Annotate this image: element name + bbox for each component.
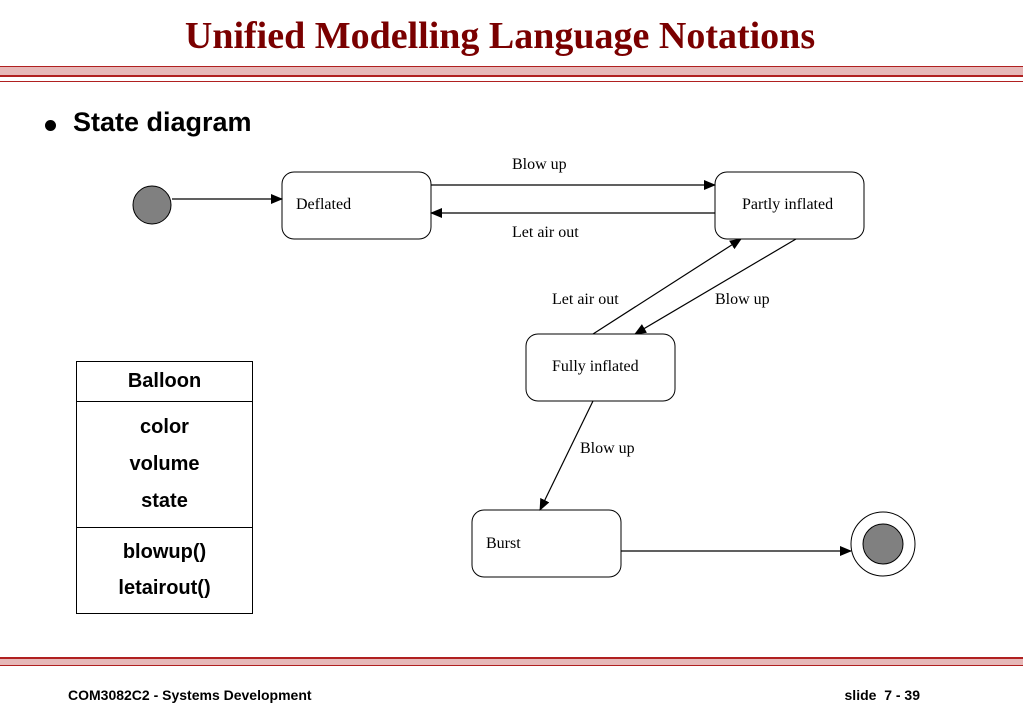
state-partly-inflated: Partly inflated <box>714 171 865 240</box>
let-air-out-arrow-2 <box>592 238 742 335</box>
state-burst: Burst <box>471 509 622 578</box>
title-rule-top <box>0 66 1023 67</box>
class-name: Balloon <box>77 362 252 402</box>
state-deflated: Deflated <box>281 171 432 240</box>
footer-rule-fill <box>0 659 1023 665</box>
slide-title: Unified Modelling Language Notations <box>184 15 816 57</box>
class-attribute: state <box>141 490 188 512</box>
footer-rule-bottom <box>0 665 1023 666</box>
class-attribute: volume <box>129 453 200 475</box>
bullet-heading: State diagram <box>73 107 252 137</box>
footer-rule-top <box>0 657 1023 659</box>
title-rule-mid <box>0 75 1023 77</box>
state-deflated-label: Deflated <box>296 196 351 213</box>
title-rule-fill <box>0 67 1023 75</box>
let-air-out-label-2: Let air out <box>552 291 619 308</box>
state-fully-inflated: Fully inflated <box>525 333 676 402</box>
class-operation: blowup() <box>122 541 207 563</box>
initial-state <box>132 185 172 225</box>
state-burst-label: Burst <box>486 535 521 552</box>
class-box-balloon: Balloon color volume state blowup() leta… <box>76 361 253 614</box>
blow-up-label-1: Blow up <box>512 156 567 173</box>
state-fully-inflated-label: Fully inflated <box>552 358 639 375</box>
class-attribute: color <box>140 416 189 438</box>
blow-up-arrow-3 <box>539 400 594 511</box>
class-attributes: color volume state <box>77 402 252 528</box>
title-rule-bottom <box>0 81 1023 82</box>
blow-up-label-3: Blow up <box>580 440 635 457</box>
footer-course: COM3082C2 - Systems Development <box>68 687 312 703</box>
let-air-out-label-1: Let air out <box>512 224 579 241</box>
bullet-dot <box>45 120 56 131</box>
blow-up-label-2: Blow up <box>715 291 770 308</box>
footer-slide-number: slide 7 - 39 <box>844 687 920 703</box>
state-partly-inflated-label: Partly inflated <box>742 196 833 213</box>
blow-up-arrow-2 <box>634 238 797 335</box>
class-operations: blowup() letairout() <box>77 528 252 613</box>
class-operation: letairout() <box>118 577 211 599</box>
final-state <box>850 511 916 577</box>
